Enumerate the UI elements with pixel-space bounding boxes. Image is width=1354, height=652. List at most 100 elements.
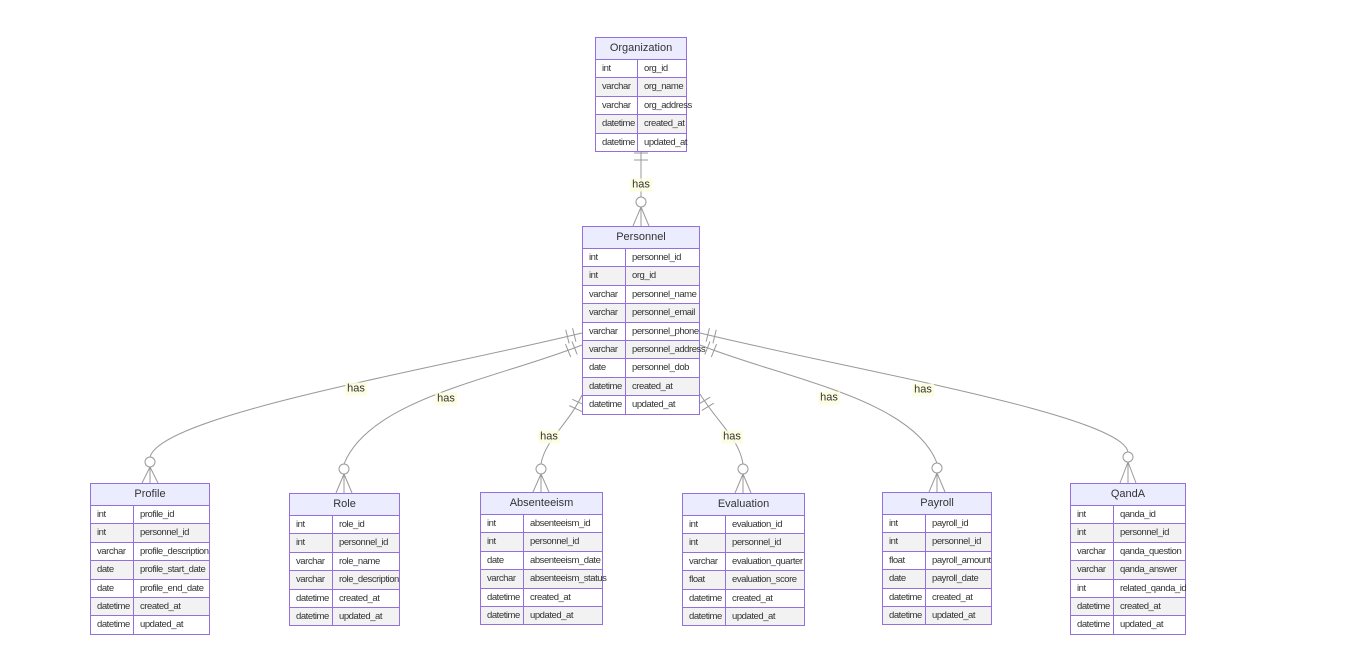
field-type-cell: datetime (602, 136, 635, 148)
field-name-cell: updated_at (133, 616, 209, 634)
field-type-cell: datetime (589, 399, 622, 411)
field-type-cell: datetime (487, 591, 520, 603)
field-name-cell: created_at (332, 589, 399, 607)
field-name-cell: payroll_date (925, 570, 991, 588)
field-type-cell: varchar (296, 555, 325, 567)
field-name-cell: created_at (1113, 597, 1185, 616)
field-name-cell: personnel_phone (625, 322, 699, 340)
field-row: int personnel_id (481, 532, 602, 551)
field-type-cell: date (97, 564, 114, 576)
field-type-cell: datetime (889, 609, 922, 621)
field-type-cell: int (97, 527, 106, 539)
field-name-cell: profile_end_date (133, 579, 209, 597)
field-name-cell: org_id (625, 267, 699, 285)
field-row: int personnel_id (683, 533, 804, 552)
relationship-label: has (912, 383, 934, 397)
field-row: int org_id (583, 266, 699, 285)
field-name-cell: updated_at (637, 133, 687, 151)
field-type-cell: int (487, 518, 496, 529)
field-type-cell: varchar (296, 574, 325, 586)
field-row: varchar personnel_phone (583, 321, 699, 340)
field-type-cell: varchar (589, 343, 618, 355)
field-name-cell: absenteeism_status (523, 570, 607, 588)
field-name-cell: created_at (625, 377, 699, 396)
field-type-cell: varchar (589, 307, 618, 319)
field-name-cell: org_address (637, 96, 692, 115)
field-name-cell: qanda_answer (1113, 561, 1185, 579)
field-type-cell: date (487, 554, 504, 566)
field-name-cell: personnel_id (332, 534, 399, 552)
field-type-cell: datetime (602, 118, 635, 130)
field-type-cell: int (589, 252, 598, 263)
field-type-cell: int (589, 270, 598, 282)
field-type-cell: varchar (602, 99, 631, 111)
field-name-cell: updated_at (523, 606, 602, 625)
field-name-cell: profile_description (133, 542, 209, 561)
field-name-cell: personnel_id (133, 524, 209, 542)
relationship-label: has (721, 430, 743, 444)
field-type-cell: datetime (296, 592, 329, 604)
field-name-cell: evaluation_score (725, 571, 804, 589)
field-type-cell: varchar (1077, 564, 1106, 576)
field-name-cell: updated_at (625, 396, 699, 414)
entity-title: Evaluation (683, 494, 804, 515)
entity-title: Role (290, 494, 399, 515)
field-type-cell: datetime (487, 609, 520, 621)
field-name-cell: personnel_id (725, 534, 804, 552)
field-type-cell: int (689, 537, 698, 549)
field-name-cell: personnel_id (625, 249, 699, 267)
entity-title: Absenteeism (481, 493, 602, 514)
entity-title: Payroll (883, 493, 991, 514)
field-name-cell: profile_start_date (133, 561, 209, 579)
field-name-cell: personnel_id (523, 533, 602, 551)
field-type-cell: varchar (602, 81, 631, 93)
entity-title: QandA (1071, 484, 1185, 505)
field-name-cell: personnel_id (1113, 524, 1185, 542)
field-name-cell: org_id (637, 60, 686, 78)
field-name-cell: created_at (637, 115, 686, 133)
relationship-label: has (630, 178, 652, 192)
field-name-cell: personnel_address (625, 340, 706, 359)
field-name-cell: related_qanda_id (1113, 579, 1187, 597)
field-row: date profile_start_date (91, 560, 209, 579)
field-name-cell: updated_at (332, 607, 399, 626)
field-type-cell: datetime (97, 619, 130, 631)
field-type-cell: int (1077, 509, 1086, 520)
field-name-cell: absenteeism_id (523, 515, 602, 533)
field-type-cell: datetime (296, 610, 329, 622)
field-name-cell: created_at (523, 588, 602, 606)
field-type-cell: int (487, 536, 496, 548)
relationship-label: has (818, 391, 840, 405)
field-type-cell: varchar (589, 325, 618, 337)
field-name-cell: personnel_dob (625, 359, 699, 377)
entity-title: Personnel (583, 227, 699, 248)
field-name-cell: updated_at (1113, 616, 1185, 634)
field-type-cell: int (889, 518, 898, 529)
field-name-cell: updated_at (925, 606, 991, 625)
field-name-cell: personnel_name (625, 285, 699, 304)
field-name-cell: qanda_id (1113, 506, 1185, 524)
